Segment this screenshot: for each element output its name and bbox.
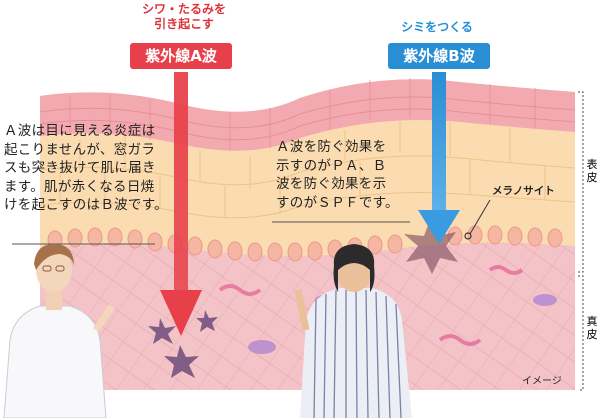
right-note: Ａ波を防ぐ効果を 示すのがＰＡ、Ｂ 波を防ぐ効果を示 すのがＳＰＦです。: [276, 138, 422, 212]
left-note-line: けを起こすのはＢ波です。: [4, 197, 168, 213]
uvb-arrow: [418, 72, 460, 244]
doctor-illustration: [3, 244, 115, 418]
epidermis-label-char1: 表: [586, 158, 598, 171]
right-note-line: 示すのがＰＡ、Ｂ: [276, 157, 387, 174]
left-note-line: ます。肌が赤くなる日焼: [4, 178, 155, 195]
melanocyte: [404, 220, 458, 274]
right-note-line: すのがＳＰＦです。: [276, 194, 399, 211]
uva-label: 紫外線A波: [130, 43, 232, 69]
uva-arrow: [160, 72, 202, 336]
dermis-label-char1: 真: [586, 315, 598, 328]
epidermis-label-char2: 皮: [586, 171, 598, 184]
uvb-caption: シミをつくる: [401, 20, 473, 34]
right-note-line: 波を防ぐ効果を示: [276, 176, 387, 192]
right-note-line: Ａ波を防ぐ効果を: [276, 139, 387, 155]
dermis-label-char2: 皮: [586, 328, 598, 341]
uvb-label: 紫外線B波: [388, 43, 490, 69]
left-note-line: スも突き抜けて肌に届き: [4, 160, 156, 176]
image-note: イメージ: [522, 376, 562, 387]
left-note-line: 起こりませんが、窓ガラ: [4, 141, 156, 158]
left-note: Ａ波は目に見える炎症は 起こりませんが、窓ガラ スも突き抜けて肌に届き ます。肌…: [4, 122, 180, 215]
man-illustration: [294, 244, 412, 418]
uva-caption-line1: シワ・たるみを: [141, 2, 226, 16]
epidermis-label: 表 皮: [586, 158, 598, 184]
uva-caption: シワ・たるみを 引き起こす: [124, 2, 244, 32]
melanocyte-label: メラノサイト: [492, 185, 555, 197]
uva-caption-line2: 引き起こす: [154, 17, 214, 31]
dermis-label: 真 皮: [586, 315, 598, 341]
left-note-line: Ａ波は目に見える炎症は: [4, 123, 156, 139]
